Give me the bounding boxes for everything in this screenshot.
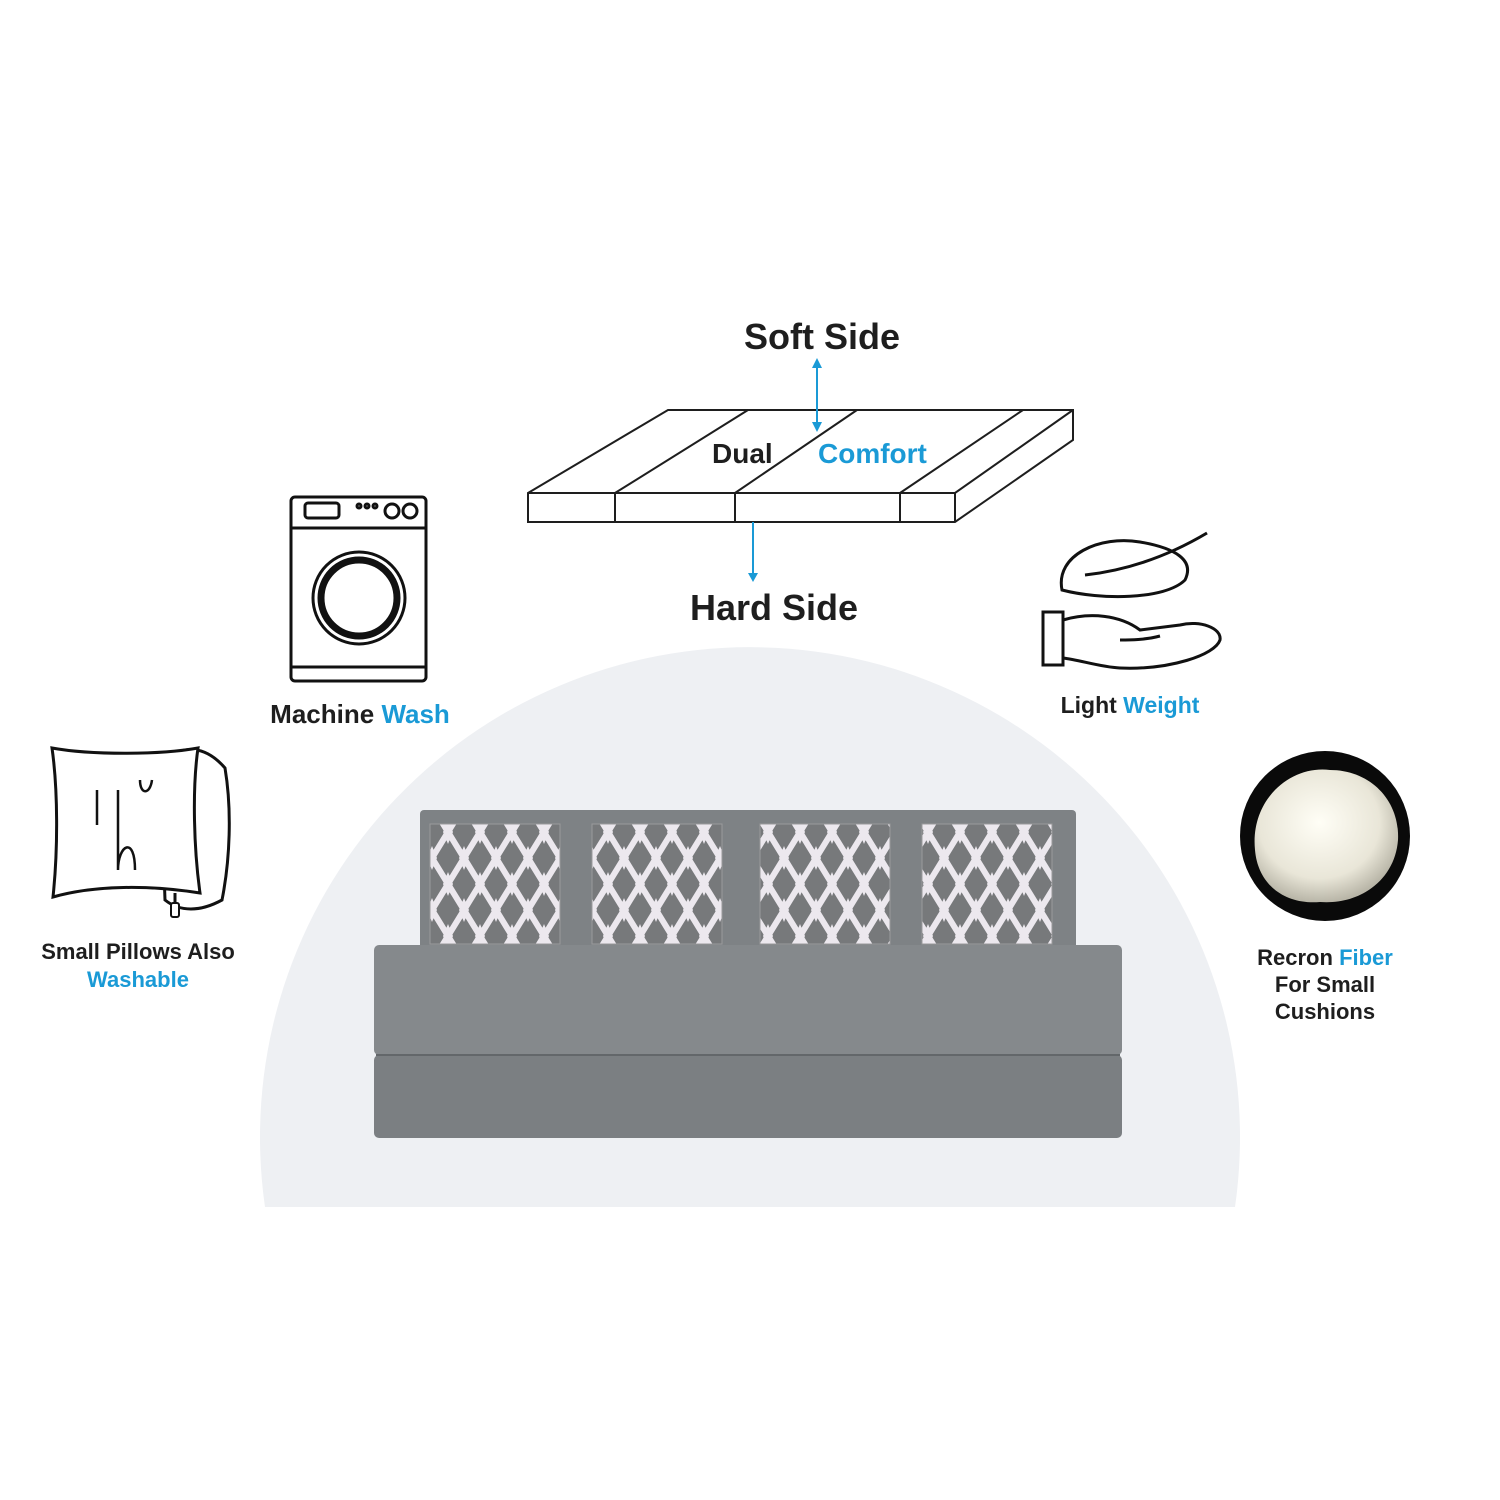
label-highlight: Washable [87,967,189,992]
soft-side-label: Soft Side [743,316,900,357]
cushion [921,823,1053,945]
label-text: Light [1060,692,1117,718]
pillow-zip-icon [50,746,231,918]
label-text: Machine [270,699,375,729]
label-highlight: Fiber [1339,945,1393,970]
washing-machine-icon [289,495,428,683]
sofa-image [374,810,1122,1138]
label-text: Small Pillows Also [41,939,235,964]
cushion [429,823,561,945]
soft-side-arrow-icon [812,358,822,432]
cushion [591,823,723,945]
label-highlight: Wash [381,699,450,729]
comfort-label: Comfort [818,438,927,469]
machine-wash-label: Machine Wash [230,699,490,730]
label-text: For Small [1274,972,1376,997]
label-highlight: Weight [1123,692,1200,718]
cushion [759,823,891,945]
feather-hand-icon [1041,531,1222,670]
light-weight-label: Light Weight [1020,692,1240,719]
hard-side-label: Hard Side [689,587,859,628]
mattress-diagram [527,409,1074,523]
fiber-icon [1240,751,1410,921]
dual-label: Dual [712,438,773,469]
hard-side-arrow-icon [748,522,758,582]
label-text: Cushions [1274,999,1376,1024]
label-text: Recron [1257,945,1333,970]
